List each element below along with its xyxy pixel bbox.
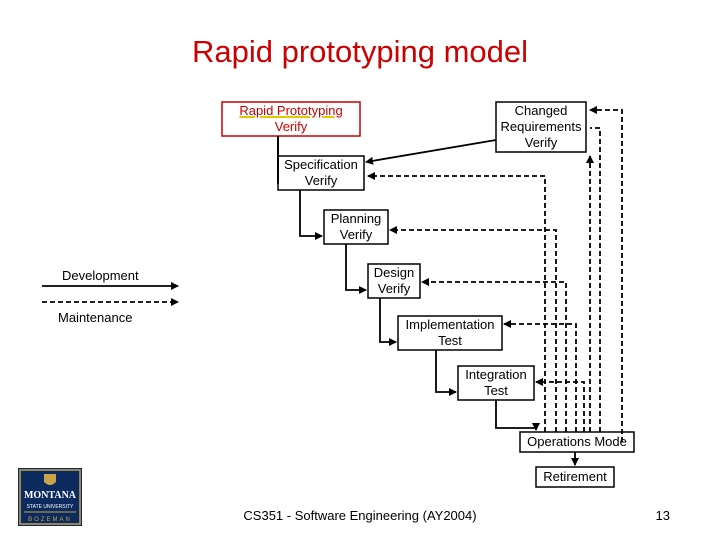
operations-box (519, 431, 635, 453)
planning-box (323, 209, 389, 245)
design-label: Design Verify (368, 265, 420, 297)
planning-label: Planning Verify (324, 211, 388, 243)
integration-label: Integration Test (458, 367, 534, 399)
rapid-prototyping-label: Rapid Prototyping Verify (222, 103, 360, 135)
development-legend-label: Development (62, 268, 139, 283)
implementation-label: Implementation Test (398, 317, 502, 349)
changed-requirements-label: Changed Requirements Verify (496, 103, 586, 151)
implementation-line2: Test (438, 333, 462, 348)
integration-box (457, 365, 535, 401)
planning-line2: Verify (339, 227, 373, 242)
logo-line2: STATE UNIVERSITY (27, 504, 74, 510)
rapid-prototyping-line2: Verify (274, 119, 308, 134)
design-line1: Design (373, 265, 415, 280)
planning-line1: Planning (330, 211, 382, 226)
slide-title: Rapid prototyping model (191, 34, 529, 69)
specification-label: Specification Verify (278, 157, 364, 189)
integration-line2: Test (484, 383, 508, 398)
changed-requirements-line2: Requirements (500, 119, 582, 134)
logo-line1: MONTANA (24, 490, 77, 501)
changed-requirements-box (495, 101, 587, 153)
retirement-label: Retirement (536, 469, 614, 485)
rapid-prototyping-line1: Rapid Prototyping (239, 103, 343, 118)
page-number: 13 (655, 508, 670, 523)
retirement-box (535, 466, 615, 488)
slide-footer: CS351 - Software Engineering (AY2004) (243, 508, 477, 523)
integration-line1: Integration (465, 367, 527, 382)
operations-label: Operations Mode (520, 434, 634, 450)
rapid-prototyping-box (221, 101, 361, 137)
specification-line2: Verify (304, 173, 338, 188)
maintenance-legend-label: Maintenance (58, 310, 133, 325)
operations-line1: Operations Mode (527, 434, 627, 449)
montana-state-logo: MONTANA STATE UNIVERSITY BOZEMAN (18, 468, 82, 526)
maintenance-arrows (367, 106, 623, 442)
specification-line1: Specification (284, 157, 358, 172)
retirement-line1: Retirement (543, 469, 607, 484)
design-line2: Verify (377, 281, 411, 296)
changed-requirements-line3: Verify (524, 135, 558, 150)
changed-requirements-line1: Changed (514, 103, 568, 118)
implementation-box (397, 315, 503, 351)
implementation-line1: Implementation (405, 317, 495, 332)
changed-req-to-spec-arrow (365, 139, 497, 165)
specification-box (277, 155, 365, 191)
logo-line3: BOZEMAN (28, 517, 72, 523)
design-box (367, 263, 421, 299)
